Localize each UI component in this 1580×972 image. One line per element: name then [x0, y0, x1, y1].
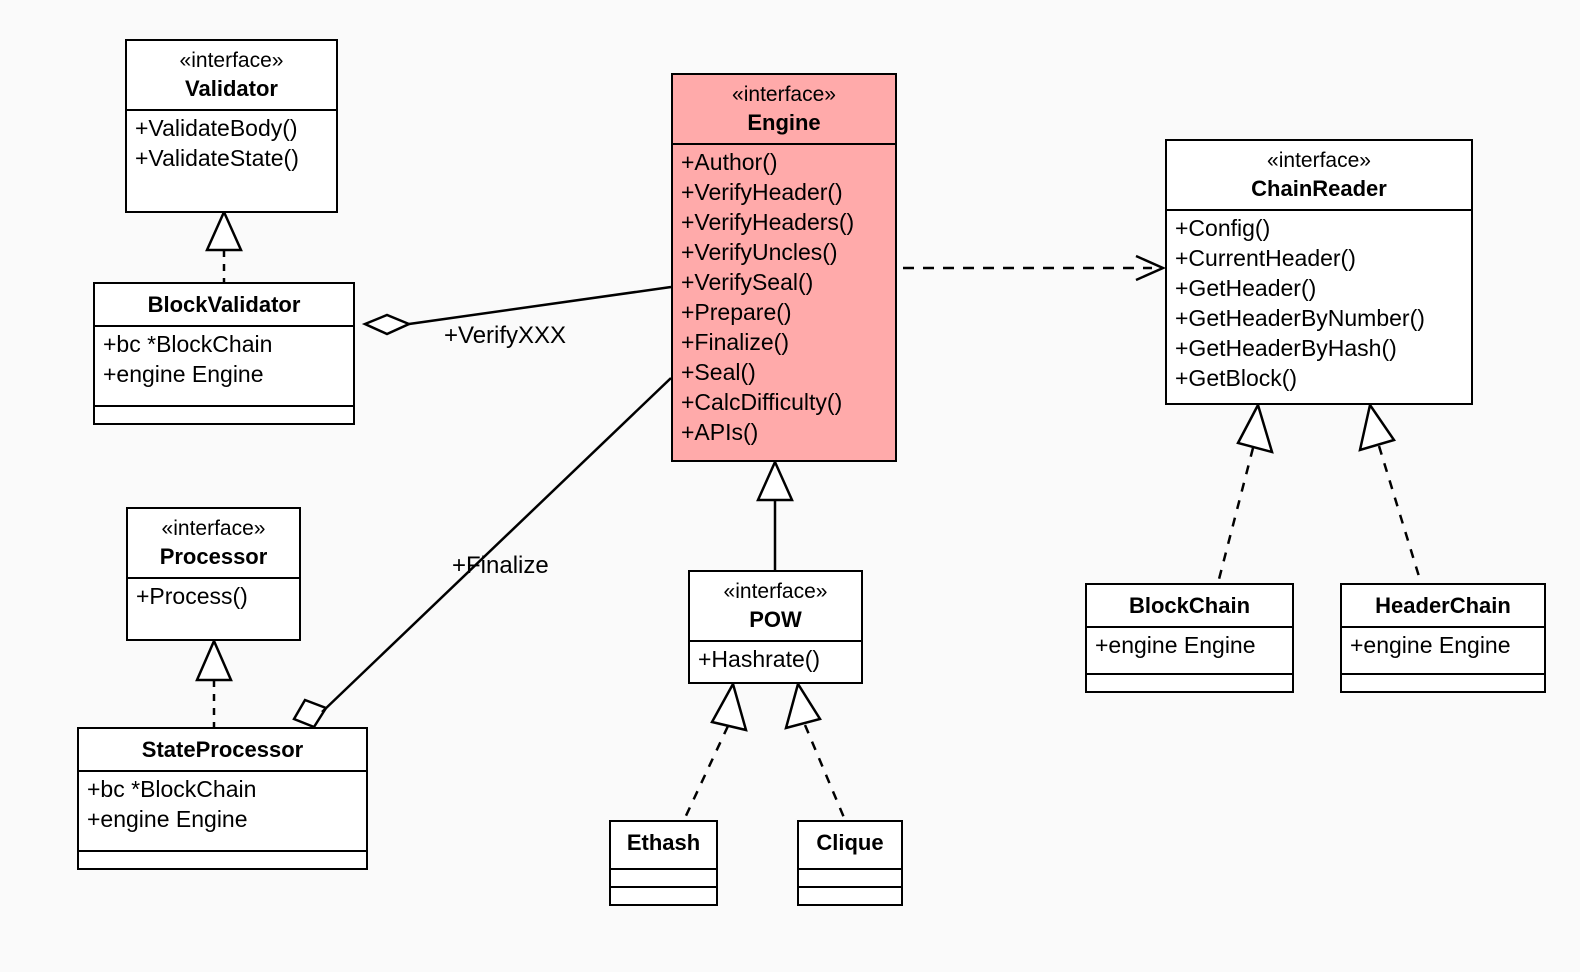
- class-box-processor[interactable]: «interface» Processor +Process(): [126, 507, 301, 641]
- class-attributes-empty: [799, 868, 901, 886]
- class-box-engine[interactable]: «interface» Engine +Author() +VerifyHead…: [671, 73, 897, 462]
- class-name-label: Processor: [159, 544, 268, 569]
- member-item: +VerifyHeaders(): [681, 209, 855, 235]
- relation-blockchain-chainreader: [1216, 401, 1274, 584]
- class-methods-empty: [611, 886, 716, 904]
- class-header-validator: «interface» Validator: [127, 41, 336, 109]
- relation-headerchain-chainreader: [1358, 401, 1423, 584]
- member-item: +Config(): [1175, 215, 1271, 241]
- edge-label-finalize: +Finalize: [452, 552, 549, 579]
- member-item: +VerifySeal(): [681, 269, 814, 295]
- relation-clique-pow: [784, 680, 847, 821]
- member-item: +CurrentHeader(): [1175, 245, 1356, 271]
- class-box-headerchain[interactable]: HeaderChain +engine Engine: [1340, 583, 1546, 693]
- class-methods-empty: [79, 850, 366, 868]
- class-members-pow: +Hashrate(): [690, 640, 861, 682]
- class-header-block-validator: BlockValidator: [95, 284, 353, 325]
- class-header-clique: Clique: [799, 822, 901, 868]
- class-name-label: Validator: [185, 76, 278, 101]
- class-attributes-empty: [611, 868, 716, 886]
- stereotype-label: «interface»: [732, 83, 836, 106]
- member-item: +CalcDifficulty(): [681, 389, 843, 415]
- member-item: +VerifyUncles(): [681, 239, 838, 265]
- class-name-label: Engine: [747, 110, 821, 135]
- stereotype-label: «interface»: [161, 517, 266, 540]
- member-item: +GetHeaderByHash(): [1175, 335, 1397, 361]
- stereotype-label: «interface»: [723, 580, 828, 603]
- member-item: +Hashrate(): [698, 646, 821, 672]
- member-item: +Author(): [681, 149, 778, 175]
- class-members-chain-reader: +Config() +CurrentHeader() +GetHeader() …: [1167, 209, 1471, 403]
- class-members-blockchain: +engine Engine: [1087, 626, 1292, 673]
- member-item: +APIs(): [681, 419, 759, 445]
- class-methods-empty: [95, 405, 353, 423]
- member-item: +bc *BlockChain: [87, 776, 257, 802]
- class-box-block-validator[interactable]: BlockValidator +bc *BlockChain +engine E…: [93, 282, 355, 425]
- member-item: +Process(): [136, 583, 248, 609]
- class-header-ethash: Ethash: [611, 822, 716, 868]
- stereotype-label: «interface»: [1267, 149, 1371, 172]
- edge-label-verify-xxx: +VerifyXXX: [444, 322, 567, 349]
- class-methods-empty: [1342, 673, 1544, 691]
- class-name-label: HeaderChain: [1375, 593, 1511, 618]
- class-methods-empty: [1087, 673, 1292, 691]
- class-box-pow[interactable]: «interface» POW +Hashrate(): [688, 570, 863, 684]
- member-item: +ValidateBody(): [135, 115, 298, 141]
- class-box-chain-reader[interactable]: «interface» ChainReader +Config() +Curre…: [1165, 139, 1473, 405]
- relation-engine-chainreader: [903, 254, 1167, 282]
- member-item: +bc *BlockChain: [103, 331, 273, 357]
- class-box-validator[interactable]: «interface» Validator +ValidateBody() +V…: [125, 39, 338, 213]
- relation-ethash-pow: [682, 680, 748, 821]
- class-header-chain-reader: «interface» ChainReader: [1167, 141, 1471, 209]
- class-name-label: Clique: [816, 830, 884, 855]
- class-header-blockchain: BlockChain: [1087, 585, 1292, 626]
- member-item: +engine Engine: [103, 361, 264, 387]
- relation-validator-blockvalidator: [205, 208, 243, 282]
- class-members-state-processor: +bc *BlockChain +engine Engine: [79, 770, 366, 850]
- class-name-label: POW: [749, 607, 802, 632]
- member-item: +GetHeader(): [1175, 275, 1317, 301]
- member-item: +GetBlock(): [1175, 365, 1298, 391]
- class-header-headerchain: HeaderChain: [1342, 585, 1544, 626]
- class-header-engine: «interface» Engine: [673, 75, 895, 143]
- class-header-processor: «interface» Processor: [128, 509, 299, 577]
- relation-pow-engine: [756, 458, 794, 570]
- member-item: +Seal(): [681, 359, 756, 385]
- class-box-clique[interactable]: Clique: [797, 820, 903, 906]
- member-item: +Prepare(): [681, 299, 792, 325]
- class-header-pow: «interface» POW: [690, 572, 861, 640]
- member-item: +Finalize(): [681, 329, 790, 355]
- relation-processor-stateprocessor: [195, 637, 233, 727]
- class-name-label: ChainReader: [1251, 176, 1387, 201]
- member-item: +engine Engine: [1095, 632, 1256, 658]
- stereotype-label: «interface»: [179, 49, 284, 72]
- class-members-engine: +Author() +VerifyHeader() +VerifyHeaders…: [673, 143, 895, 460]
- class-members-block-validator: +bc *BlockChain +engine Engine: [95, 325, 353, 405]
- class-box-state-processor[interactable]: StateProcessor +bc *BlockChain +engine E…: [77, 727, 368, 870]
- member-item: +GetHeaderByNumber(): [1175, 305, 1425, 331]
- class-name-label: BlockValidator: [147, 292, 301, 317]
- class-name-label: StateProcessor: [141, 737, 304, 762]
- member-item: +ValidateState(): [135, 145, 299, 171]
- member-item: +engine Engine: [87, 806, 248, 832]
- class-header-state-processor: StateProcessor: [79, 729, 366, 770]
- class-methods-empty: [799, 886, 901, 904]
- member-item: +VerifyHeader(): [681, 179, 843, 205]
- class-name-label: Ethash: [626, 830, 701, 855]
- class-members-validator: +ValidateBody() +ValidateState(): [127, 109, 336, 211]
- class-members-headerchain: +engine Engine: [1342, 626, 1544, 673]
- member-item: +engine Engine: [1350, 632, 1511, 658]
- class-name-label: BlockChain: [1128, 593, 1251, 618]
- class-box-blockchain[interactable]: BlockChain +engine Engine: [1085, 583, 1294, 693]
- class-box-ethash[interactable]: Ethash: [609, 820, 718, 906]
- class-members-processor: +Process(): [128, 577, 299, 639]
